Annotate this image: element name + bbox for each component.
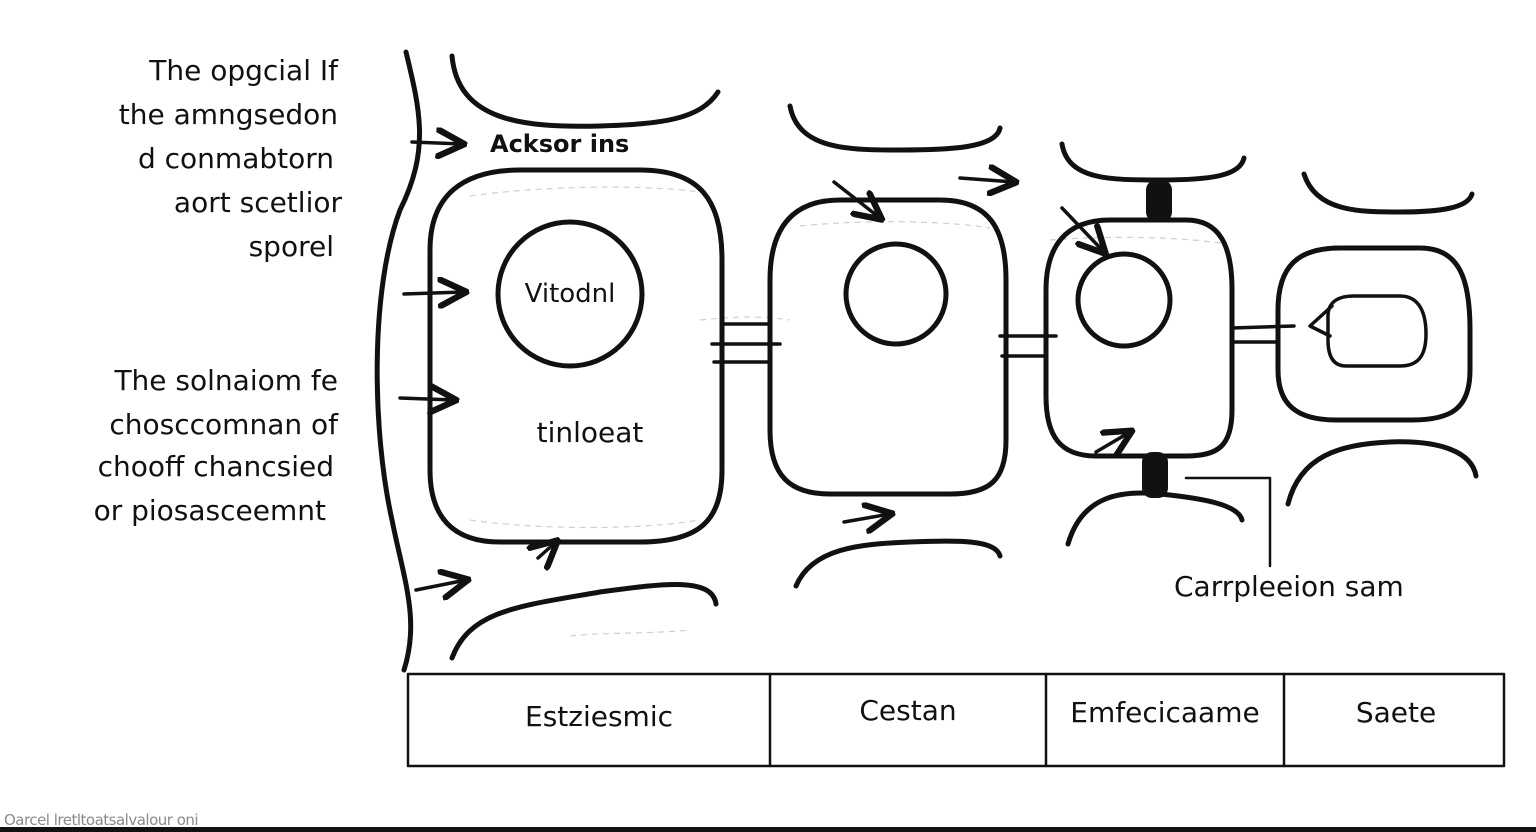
stage-table: Estziesmic Cestan Emfecicaame Saete [406, 672, 1506, 768]
stage-table-frame [406, 672, 1506, 768]
neighbour-bottom-3 [1065, 490, 1245, 547]
cell-1-membrane [427, 167, 725, 545]
arrow-in-1 [410, 142, 462, 144]
note-bottom-line-1: The solnaiom fe [113, 364, 338, 397]
neighbour-top-4 [1301, 171, 1475, 215]
arrow-in-3 [398, 398, 454, 400]
cell-3-membrane [1043, 217, 1235, 459]
cell-1-body-label: tinloeat [537, 416, 644, 449]
stage-cell-1: Estziesmic [525, 700, 673, 733]
cell-3-arrow-bottom [1094, 432, 1130, 452]
cell-2-nucleus [843, 241, 949, 347]
note-top-line-3: d conmabtorn [138, 142, 334, 175]
note-bottom-line-4: or piosasceemnt [94, 494, 326, 527]
note-top-line-1: The opgcial If [148, 54, 339, 87]
stage-cell-4: Saete [1356, 696, 1436, 729]
note-top-line-5: sporel [249, 230, 334, 263]
footer-bar [0, 827, 1536, 832]
note-bottom-line-3: chooff chancsied [98, 450, 334, 483]
cell-4-nucleus [1326, 294, 1428, 368]
cell-3-arrow-in [1060, 206, 1104, 252]
cell-1-inner-arrow [538, 542, 556, 558]
trace-6 [699, 316, 791, 321]
neighbour-cells [449, 53, 1479, 661]
trace-5 [1049, 236, 1227, 245]
callout-leader [1184, 476, 1272, 568]
footer-caption: Oarcel lretltoatsalvalour oni [4, 811, 199, 829]
cell-4-membrane [1275, 245, 1473, 423]
cell-2-arrow-bottom [842, 514, 890, 522]
trace-4 [799, 221, 991, 229]
sketch-traces [469, 186, 1227, 637]
cell-4-pointer [1308, 304, 1334, 338]
junction-3-4-top [1230, 324, 1296, 330]
neighbour-top-1 [449, 53, 721, 129]
left-bracket [374, 49, 423, 673]
desmosome-bottom [1142, 452, 1168, 498]
cell-2-membrane [767, 197, 1009, 497]
cell-2-arrow-top [958, 178, 1014, 182]
note-bottom-line-2: chosccomnan of [109, 408, 339, 441]
cell-1-nucleus [495, 219, 645, 369]
trace-1 [469, 186, 701, 197]
neighbour-top-2 [787, 103, 1003, 153]
cell-1-nucleus-label: Vitodnl [525, 279, 616, 309]
neighbour-bottom-2 [793, 538, 1003, 589]
neighbour-bottom-4 [1285, 439, 1479, 507]
neighbour-bottom-1 [449, 582, 719, 661]
arrow-in-2 [402, 292, 464, 294]
junction-3-4 [1230, 324, 1296, 344]
note-top-line-2: the amngsedon [119, 98, 338, 131]
cell-3-nucleus [1075, 251, 1173, 349]
incoming-arrows [398, 142, 466, 590]
arrow-top-label: Acksor ins [490, 130, 629, 158]
arrow-in-4 [414, 580, 466, 590]
trace-3 [569, 629, 691, 637]
note-top-line-4: aort scetlior [174, 186, 343, 219]
notes-bottom: The solnaiom fe chosccomnan of chooff ch… [94, 364, 340, 527]
cell-2-arrow-in [832, 180, 880, 218]
notes-top: The opgcial If the amngsedon d conmabtor… [119, 54, 343, 263]
trace-2 [469, 519, 701, 529]
stage-cell-3: Emfecicaame [1070, 696, 1259, 729]
stage-cell-2: Cestan [859, 694, 956, 727]
desmosome-top [1146, 180, 1172, 222]
callout-label: Carrpleeion sam [1174, 570, 1404, 603]
neighbour-top-3 [1059, 141, 1247, 183]
